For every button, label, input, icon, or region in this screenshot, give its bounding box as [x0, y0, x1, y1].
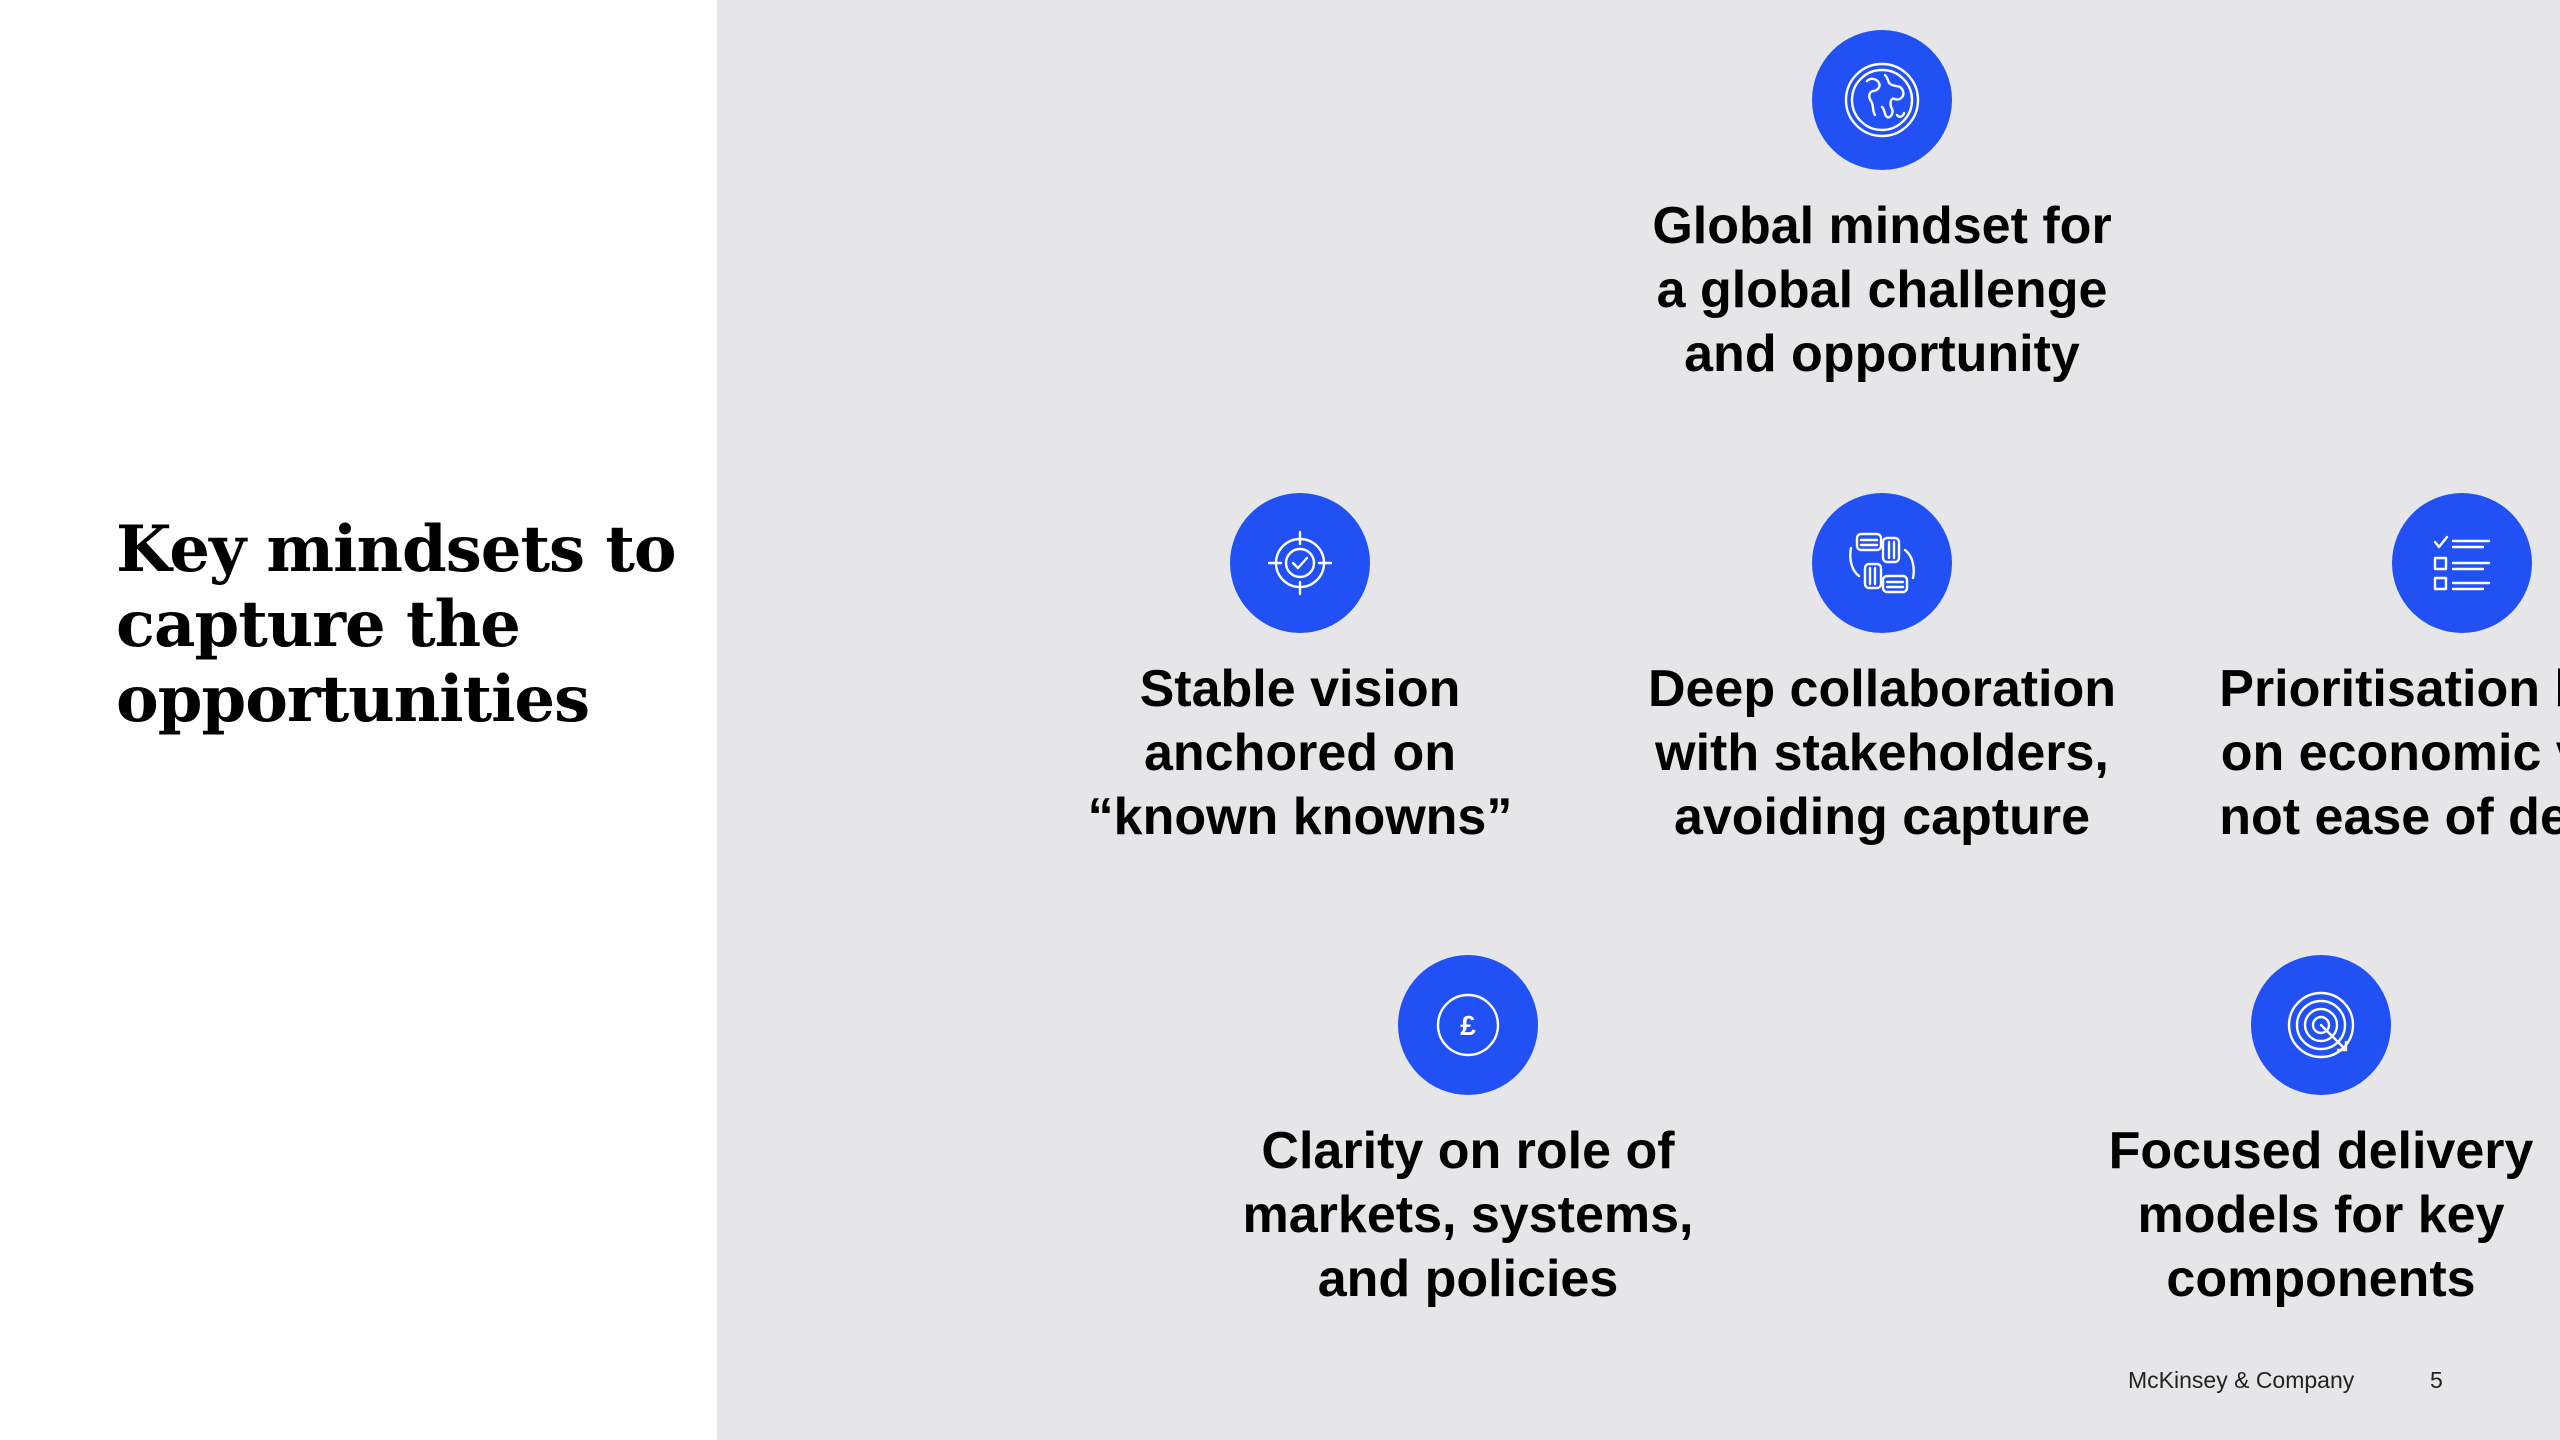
title-panel: Key mindsets to capture the opportunitie… [0, 0, 717, 1440]
checklist-icon [2392, 493, 2532, 633]
mindsets-panel: Global mindset for a global challenge an… [717, 0, 2560, 1440]
collaboration-hands-icon [1812, 493, 1952, 633]
mindset-stable-vision: Stable vision anchored on “known knowns” [1020, 493, 1580, 849]
slide-title: Key mindsets to capture the opportunitie… [116, 512, 677, 737]
bullseye-arrow-icon [2251, 955, 2391, 1095]
page-number: 5 [2430, 1367, 2443, 1393]
pound-coin-icon: £ [1398, 955, 1538, 1095]
mindset-clarity: £ Clarity on role of markets, systems, a… [1188, 955, 1748, 1311]
mindset-label: Deep collaboration with stakeholders, av… [1647, 660, 2117, 846]
mindset-global: Global mindset for a global challenge an… [1602, 30, 2162, 386]
footer-company: McKinsey & Company [2128, 1367, 2355, 1393]
mindset-deep-collaboration: Deep collaboration with stakeholders, av… [1602, 493, 2162, 849]
target-check-icon [1230, 493, 1370, 633]
mindset-focused-delivery: Focused delivery models for key componen… [2041, 955, 2560, 1311]
svg-text:£: £ [1460, 1010, 1476, 1041]
globe-icon [1812, 30, 1952, 170]
mindset-label: Focused delivery models for key componen… [2108, 1122, 2534, 1308]
mindset-label: Clarity on role of markets, systems, and… [1242, 1122, 1694, 1308]
mindset-prioritisation: Prioritisation based on economic value, … [2182, 493, 2560, 849]
mindset-label: Stable vision anchored on “known knowns” [1087, 660, 1513, 846]
mindset-label: Prioritisation based on economic value, … [2219, 660, 2560, 846]
mindset-label: Global mindset for a global challenge an… [1652, 197, 2112, 383]
